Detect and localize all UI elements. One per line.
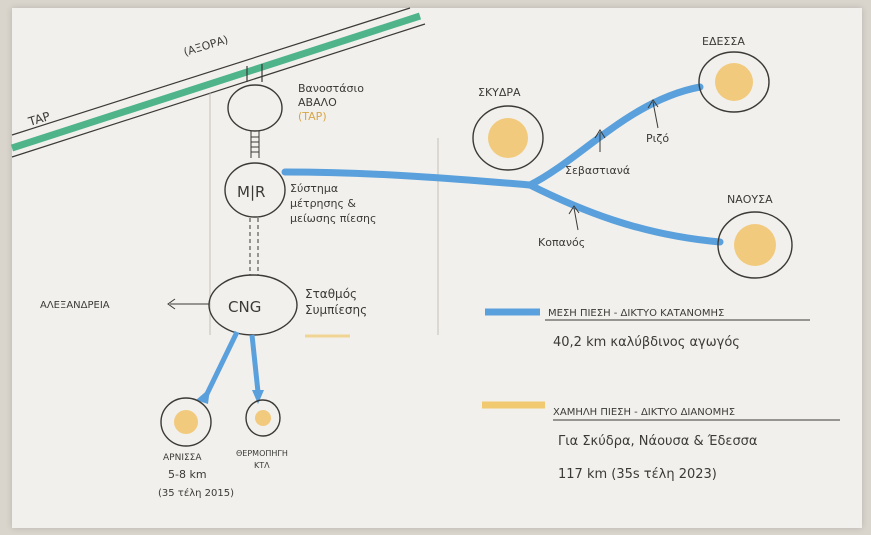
legend-mp-title: ΜΕΣΗ ΠΙΕΣΗ - ΔΙΚΤΥΟ ΚΑΤΑΝΟΜΗΣ xyxy=(548,308,724,319)
valve-station-label-3: (TAP) xyxy=(298,110,327,123)
axis-top-label: (ΑΞΟΡΑ) xyxy=(182,33,230,59)
mr-label: M|R xyxy=(237,183,265,201)
rizo-label: Ριζό xyxy=(646,132,669,145)
alexandreia-label: ΑΛΕΞΑΝΔΡΕΙΑ xyxy=(40,300,110,311)
mr-desc-1: Σύστημα xyxy=(290,182,338,195)
arnissa-city xyxy=(160,397,212,447)
mr-desc-2: μέτρησης & xyxy=(290,197,356,210)
tap-label: TAP xyxy=(26,109,52,129)
thermopigi-label-1: ΘΕΡΜΟΠΗΓΗ xyxy=(236,449,288,458)
arnissa-distance-2: (35 τέλη 2015) xyxy=(158,487,234,499)
valve-station-label-1: Βανοστάσιο xyxy=(298,82,364,95)
legend-lp-desc-1: Για Σκύδρα, Νάουσα & Έδεσσα xyxy=(558,434,758,449)
naousa-label: ΝΑΟΥΣΑ xyxy=(727,193,773,206)
sevastiana-label: Σεβαστιανά xyxy=(565,164,630,177)
arnissa-distance-1: 5-8 km xyxy=(168,468,207,481)
mr-desc-3: μείωσης πίεσης xyxy=(290,212,376,225)
legend-lp-desc-2: 117 km (35s τέλη 2023) xyxy=(558,467,717,482)
cng-desc-1: Σταθμός xyxy=(305,287,357,301)
edessa-city xyxy=(698,51,770,113)
cng-desc-2: Συμπίεσης xyxy=(305,303,367,317)
kopanos-label: Κοπανός xyxy=(538,236,585,249)
arnissa-label: ΑΡΝΙΣΣΑ xyxy=(163,453,202,463)
legend xyxy=(482,308,840,421)
thermopigi-label-2: ΚΤΛ xyxy=(254,461,270,470)
skydra-city xyxy=(472,105,544,171)
mr-node xyxy=(224,162,286,218)
legend-mp-desc: 40,2 km καλύβδινος αγωγός xyxy=(553,335,740,350)
naousa-city xyxy=(717,211,793,279)
edessa-label: ΕΔΕΣΣΑ xyxy=(702,35,745,48)
legend-lp-title: ΧΑΜΗΛΗ ΠΙΕΣΗ - ΔΙΚΤΥΟ ΔΙΑΝΟΜΗΣ xyxy=(553,407,735,418)
valve-station-node xyxy=(227,84,283,132)
cng-label: CNG xyxy=(228,298,261,316)
tap-pipeline xyxy=(10,7,426,158)
medium-pressure-network xyxy=(196,83,724,404)
skydra-label: ΣΚΥΔΡΑ xyxy=(478,86,521,99)
thermopigi-city xyxy=(245,399,281,437)
valve-station-label-2: ΑΒΑΛΟ xyxy=(298,96,337,109)
